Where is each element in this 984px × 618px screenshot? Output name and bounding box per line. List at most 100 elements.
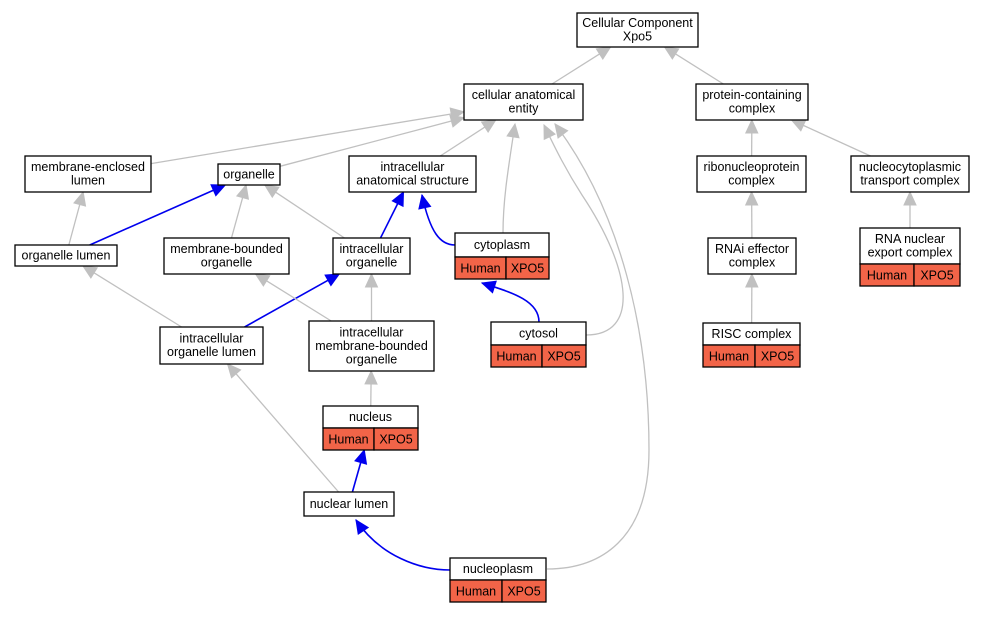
edge-ias-to-cae [440, 120, 496, 156]
node-label-line: nucleus [349, 410, 392, 424]
edge-orgl-to-mel [69, 192, 86, 245]
edge-nctc-to-pcc [792, 120, 871, 156]
node-label-line: cytosol [519, 326, 558, 340]
species-label: Human [867, 269, 907, 283]
node-label-line: organelle [346, 256, 397, 270]
node-label-line: protein-containing [702, 88, 801, 102]
gene-label: XPO5 [547, 350, 580, 364]
annotation-row: Human XPO5 [860, 264, 960, 286]
edge-cytosol-to-cyto [482, 281, 539, 322]
node-label-line: membrane-enclosed [31, 160, 145, 174]
annotation-row: Human XPO5 [323, 428, 418, 450]
gene-label: XPO5 [507, 585, 540, 599]
edges-layer [69, 47, 916, 570]
edge-orgl-to-org [90, 185, 226, 245]
edge-line [90, 190, 214, 245]
node-label-line: intracellular [381, 160, 445, 174]
gene-label: XPO5 [379, 433, 412, 447]
edge-line [552, 54, 600, 84]
node-label-line: RISC complex [712, 327, 793, 341]
node-label-line: export complex [868, 246, 954, 260]
edge-io-to-ias [381, 192, 404, 238]
node-label-line: complex [729, 256, 776, 270]
node-label-line: organelle lumen [167, 345, 256, 359]
edge-line [245, 280, 328, 327]
node-label-line: nucleoplasm [463, 562, 533, 576]
edge-mel-to-cae [151, 108, 464, 164]
edge-line [676, 54, 724, 84]
species-label: Human [460, 262, 500, 276]
arrowhead-icon [904, 192, 916, 205]
node-label-line: complex [728, 174, 775, 188]
node-label-line: transport complex [860, 174, 960, 188]
node-label-line: ribonucleoprotein [704, 160, 800, 174]
node-orgl[interactable]: organelle lumen [15, 245, 117, 266]
node-label-line: Xpo5 [623, 30, 652, 44]
arrowhead-icon [355, 450, 367, 464]
node-label-line: membrane-bounded [315, 339, 428, 353]
arrowhead-icon [211, 185, 225, 196]
node-label-line: intracellular [180, 332, 244, 346]
edge-rnec-to-nctc [904, 192, 916, 228]
edge-line [503, 124, 515, 233]
node-label-line: RNAi effector [715, 242, 789, 256]
arrowhead-icon [237, 185, 249, 199]
arrowhead-icon [746, 192, 758, 205]
edge-line [267, 281, 332, 321]
node-label-line: entity [509, 102, 540, 116]
edge-nl-to-iol [228, 364, 339, 492]
arrowhead-icon [419, 195, 431, 209]
arrowhead-icon [482, 120, 496, 132]
node-label-line: organelle [346, 352, 397, 366]
node-nl[interactable]: nuclear lumen [304, 492, 394, 516]
edge-line [440, 127, 485, 156]
node-label-line: complex [729, 102, 776, 116]
edge-line [803, 125, 870, 156]
arrowhead-icon [665, 47, 679, 59]
node-label-line: intracellular [340, 325, 404, 339]
gene-label: XPO5 [920, 269, 953, 283]
arrowhead-icon [366, 274, 378, 287]
annotation-row: Human XPO5 [455, 257, 549, 279]
arrowhead-icon [507, 124, 519, 138]
gene-label: XPO5 [511, 262, 544, 276]
species-label: Human [328, 433, 368, 447]
arrowhead-icon [256, 274, 270, 286]
edge-rnai-to-rnp [746, 192, 758, 238]
edge-cae-to-root [552, 47, 611, 84]
edge-rnp-to-pcc [746, 120, 758, 156]
edge-line [69, 205, 80, 245]
node-org[interactable]: organelle [218, 164, 280, 185]
node-label-line: organelle [201, 256, 252, 270]
edge-nl-to-nuc [352, 450, 366, 492]
arrowhead-icon [392, 192, 403, 206]
node-label-line: lumen [71, 174, 105, 188]
node-label-line: cytoplasm [474, 238, 530, 252]
arrowhead-icon [482, 281, 496, 292]
arrowhead-icon [325, 274, 339, 286]
node-label-line: anatomical structure [356, 174, 469, 188]
node-label-line: nucleocytoplasmic [859, 160, 961, 174]
edge-io-to-org [265, 185, 345, 238]
arrowhead-icon [450, 115, 464, 127]
edge-np-to-nl [356, 520, 450, 570]
